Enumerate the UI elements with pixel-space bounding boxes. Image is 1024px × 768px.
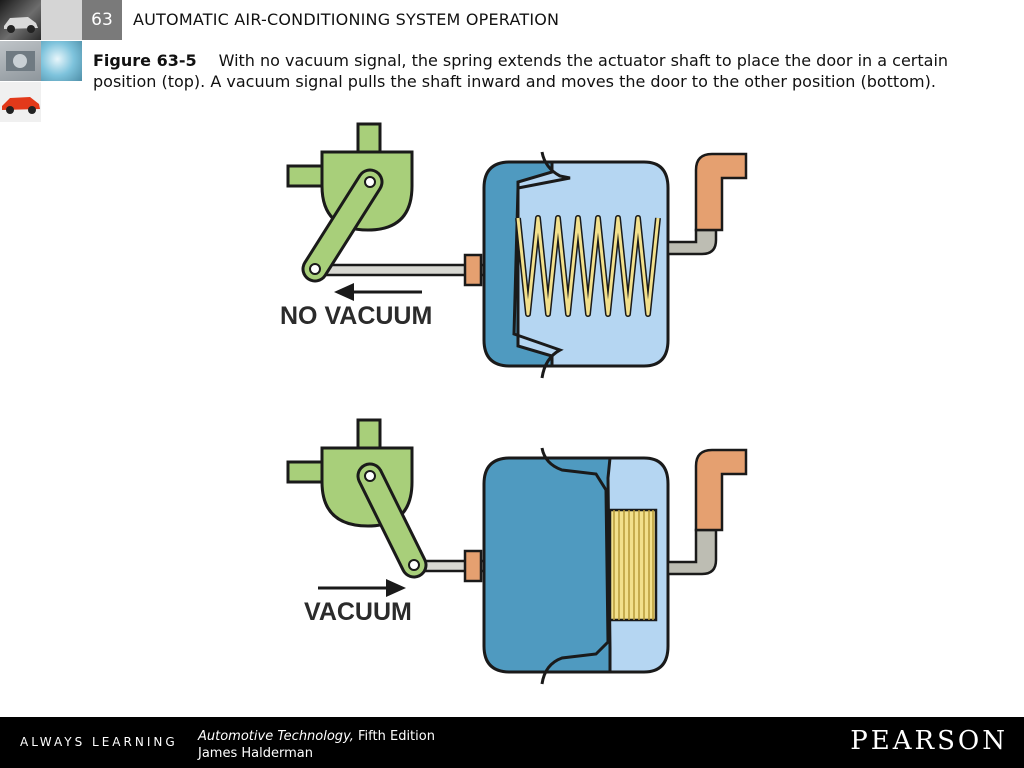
chapter-number: 63: [82, 0, 122, 40]
lever-pivot: [364, 176, 376, 188]
lever-mount-top-stem: [356, 122, 382, 154]
lever-arm-retracted: [359, 465, 425, 576]
vacuum-hose: [694, 152, 748, 232]
header-gray-block: [41, 0, 82, 40]
vacuum-tube: [666, 228, 718, 256]
figure-caption-text: With no vacuum signal, the spring extend…: [93, 51, 949, 91]
vacuum-actuator-diagram: NO VACUUM VACUUM: [280, 122, 748, 685]
book-edition: Fifth Edition: [353, 729, 435, 744]
lever-rod-pin: [309, 263, 321, 275]
page-title: AUTOMATIC AIR-CONDITIONING SYSTEM OPERAT…: [133, 10, 560, 29]
canister-dark-chamber-vacuum: [482, 456, 612, 674]
lever-mount-side-stem: [286, 164, 328, 188]
no-vacuum-label: NO VACUUM: [280, 302, 432, 330]
book-title: Automotive Technology,: [198, 729, 354, 744]
footer-tagline: ALWAYS LEARNING: [20, 735, 178, 749]
engine-thumbnail-image: [0, 41, 41, 81]
book-author: James Halderman: [198, 746, 313, 761]
pearson-logo: PEARSON: [850, 726, 1008, 756]
diaphragm-retracted: [540, 447, 610, 685]
vacuum-label: VACUUM: [304, 598, 412, 626]
no-vacuum-actuator: NO VACUUM: [280, 122, 748, 379]
chapter-thumbnails: [0, 0, 41, 122]
vacuum-actuator: VACUUM: [286, 418, 748, 685]
lever-arm: [304, 171, 381, 280]
rod-collar: [463, 253, 483, 287]
diaphragm: [512, 151, 571, 379]
ac-fan-thumbnail-image: [41, 41, 82, 81]
sports-car-thumbnail-image: [0, 82, 41, 122]
car-thumbnail-image: [0, 0, 41, 40]
figure-label: Figure 63-5: [93, 51, 197, 70]
footer-bar: ALWAYS LEARNING Automotive Technology, F…: [0, 717, 1024, 768]
book-credit: Automotive Technology, Fifth Edition Jam…: [198, 728, 435, 762]
